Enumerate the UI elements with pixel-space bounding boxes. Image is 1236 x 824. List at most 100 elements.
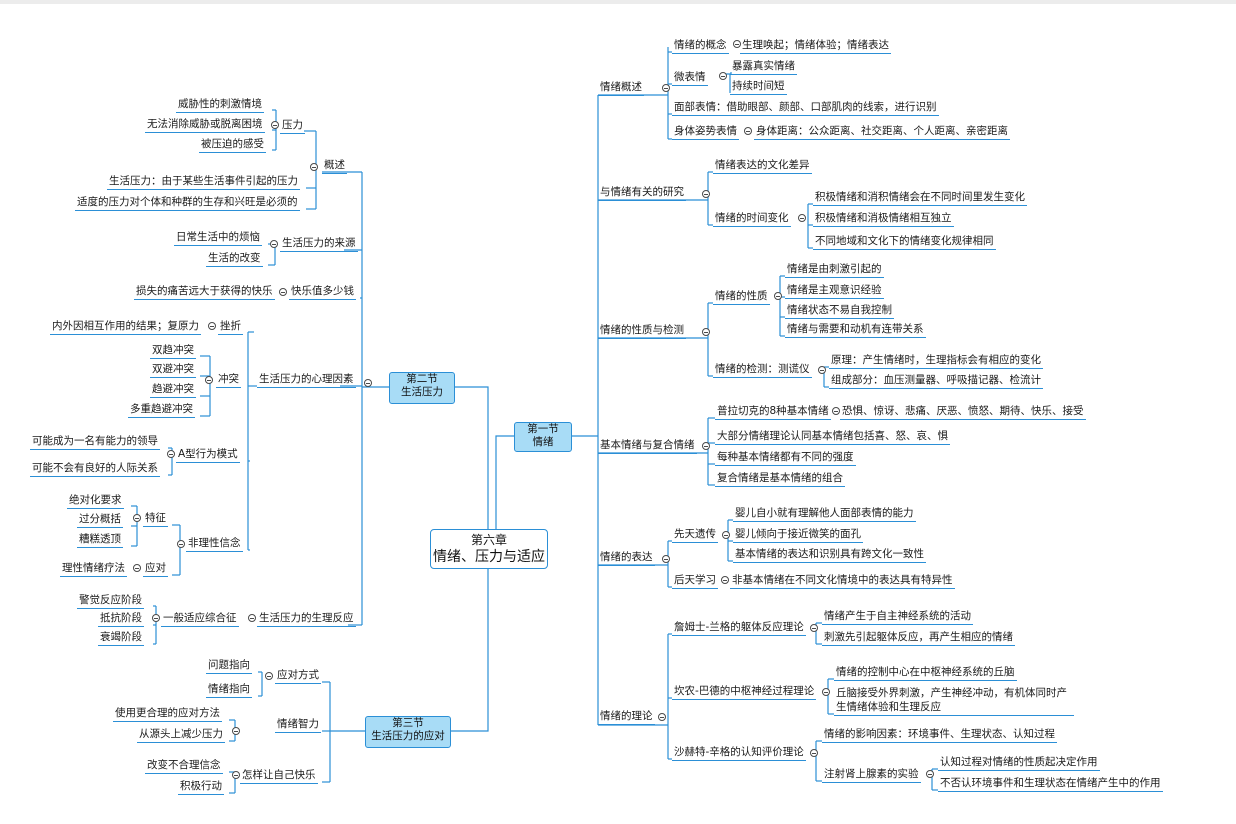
node-fl[interactable]: 非理性信念 [186, 536, 243, 552]
node-ly1[interactable]: 日常生活中的烦恼 [174, 230, 262, 246]
collapse-toggle-icon[interactable] [774, 292, 782, 300]
node-cz1[interactable]: 内外因相互作用的结果；复原力 [50, 319, 201, 335]
node-ct1[interactable]: 双趋冲突 [150, 343, 196, 359]
node-ct2[interactable]: 双避冲突 [150, 362, 196, 378]
node-xzyjc[interactable]: 情绪的性质与检测 [598, 323, 686, 339]
node-ax[interactable]: A型行为模式 [176, 447, 240, 463]
node-ydfs[interactable]: 应对方式 [275, 668, 321, 684]
node-sh2[interactable]: 注射肾上腺素的实验 [822, 767, 921, 783]
collapse-toggle-icon[interactable] [177, 540, 185, 548]
node-htxx[interactable]: 后天学习 [672, 573, 718, 589]
collapse-toggle-icon[interactable] [208, 322, 216, 330]
node-sj2[interactable]: 积极情绪和消极情绪相互独立 [813, 211, 954, 227]
node-mbbq[interactable]: 面部表情：借助眼部、颜部、口部肌肉的线索，进行识别 [672, 100, 939, 116]
node-cz[interactable]: 挫折 [218, 319, 243, 335]
collapse-toggle-icon[interactable] [662, 555, 670, 563]
node-sh1[interactable]: 情绪的影响因素：环境事件、生理状态、认知过程 [822, 727, 1057, 743]
node-zl1[interactable]: 使用更合理的应对方法 [113, 706, 222, 722]
node-zm[interactable]: 詹姆士-兰格的躯体反应理论 [672, 620, 806, 636]
node-xz3[interactable]: 情绪状态不易自我控制 [785, 303, 894, 319]
node-zl2[interactable]: 从源头上减少压力 [137, 727, 225, 743]
node-qxgs[interactable]: 情绪概述 [598, 80, 644, 96]
node-jc1[interactable]: 原理：产生情绪时，生理指标会有相应的变化 [829, 353, 1043, 369]
node-ct4[interactable]: 多重趋避冲突 [128, 402, 195, 418]
node-tz[interactable]: 特征 [143, 511, 168, 527]
node-zm2[interactable]: 刺激先引起躯体反应，再产生相应的情绪 [822, 630, 1015, 646]
node-stzs[interactable]: 身体姿势表情 [672, 124, 739, 140]
node-ct[interactable]: 冲突 [216, 372, 241, 388]
collapse-toggle-icon[interactable] [722, 531, 730, 539]
node-xz4[interactable]: 情绪与需要和动机有连带关系 [785, 322, 926, 338]
node-zm1[interactable]: 情绪产生于自主神经系统的活动 [822, 609, 973, 625]
node-zy2[interactable]: 积极行动 [178, 779, 224, 795]
collapse-toggle-icon[interactable] [702, 190, 710, 198]
collapse-toggle-icon[interactable] [133, 514, 141, 522]
node-gs[interactable]: 概述 [322, 158, 347, 174]
node-jb2[interactable]: 大部分情绪理论认同基本情绪包括喜、怒、哀、惧 [715, 429, 950, 445]
node-kn1[interactable]: 情绪的控制中心在中枢神经系统的丘脑 [834, 665, 1017, 681]
node-shyl[interactable]: 生活压力：由于某些生活事件引起的压力 [107, 174, 300, 190]
collapse-toggle-icon[interactable] [702, 442, 710, 450]
node-yl[interactable]: 压力 [280, 118, 305, 134]
node-jc2[interactable]: 组成部分：血压测量器、呼吸描记器、检流计 [829, 373, 1043, 389]
node-stzs-c[interactable]: 身体距离：公众距离、社交距离、个人距离、亲密距离 [754, 124, 1010, 140]
collapse-toggle-icon[interactable] [810, 749, 818, 757]
node-yc2[interactable]: 婴儿倾向于接近微笑的面孔 [733, 527, 863, 543]
node-yb[interactable]: 一般适应综合征 [161, 611, 239, 627]
root-node[interactable]: 第六章 情绪、压力与适应 [430, 529, 548, 569]
node-jb3[interactable]: 每种基本情绪都有不同的强度 [715, 450, 856, 466]
node-zy[interactable]: 怎样让自己快乐 [240, 768, 318, 784]
node-htxx-c[interactable]: 非基本情绪在不同文化情境中的表达具有特异性 [730, 573, 955, 589]
collapse-toggle-icon[interactable] [152, 614, 160, 622]
collapse-toggle-icon[interactable] [798, 214, 806, 222]
node-qxgn[interactable]: 情绪的概念 [672, 38, 729, 54]
node-ydfs2[interactable]: 情绪指向 [206, 682, 252, 698]
section-2-node[interactable]: 第二节 生活压力 [389, 372, 455, 404]
node-yqxyg[interactable]: 与情绪有关的研究 [598, 185, 686, 201]
collapse-toggle-icon[interactable] [167, 450, 175, 458]
node-sj3[interactable]: 不同地域和文化下的情绪变化规律相同 [813, 234, 996, 250]
collapse-toggle-icon[interactable] [364, 379, 372, 387]
collapse-toggle-icon[interactable] [658, 713, 666, 721]
node-sh[interactable]: 沙赫特-辛格的认知评价理论 [672, 745, 806, 761]
collapse-toggle-icon[interactable] [810, 624, 818, 632]
node-yl3[interactable]: 被压迫的感受 [199, 137, 266, 153]
node-wbq-2[interactable]: 持续时间短 [730, 79, 787, 95]
collapse-toggle-icon[interactable] [232, 727, 240, 735]
collapse-toggle-icon[interactable] [832, 407, 840, 415]
node-ct3[interactable]: 趋避冲突 [150, 382, 196, 398]
node-yc3[interactable]: 基本情绪的表达和识别具有跨文化一致性 [733, 547, 926, 563]
node-yb1[interactable]: 警觉反应阶段 [77, 593, 144, 609]
collapse-toggle-icon[interactable] [279, 288, 287, 296]
node-xl[interactable]: 生活压力的心理因素 [257, 372, 356, 388]
collapse-toggle-icon[interactable] [248, 614, 256, 622]
collapse-toggle-icon[interactable] [232, 771, 240, 779]
section-3-node[interactable]: 第三节 生活压力的应对 [365, 716, 451, 748]
collapse-toggle-icon[interactable] [702, 328, 710, 336]
node-qxbdwh[interactable]: 情绪表达的文化差异 [713, 158, 812, 174]
node-yd1[interactable]: 理性情绪疗法 [60, 561, 127, 577]
collapse-toggle-icon[interactable] [270, 240, 278, 248]
node-yl1[interactable]: 威胁性的刺激情境 [176, 97, 264, 113]
node-wbq-1[interactable]: 暴露真实情绪 [730, 59, 797, 75]
node-ly2[interactable]: 生活的改变 [206, 251, 263, 267]
node-jbfh[interactable]: 基本情绪与复合情绪 [598, 438, 697, 454]
node-yd[interactable]: 应对 [143, 561, 168, 577]
section-1-node[interactable]: 第一节 情绪 [514, 422, 572, 452]
node-plq-c[interactable]: 恐惧、惊讶、悲痛、厌恶、愤怒、期待、快乐、接受 [840, 404, 1086, 420]
node-wbq[interactable]: 微表情 [672, 70, 708, 86]
collapse-toggle-icon[interactable] [719, 72, 727, 80]
collapse-toggle-icon[interactable] [662, 84, 670, 92]
node-ax1[interactable]: 可能成为一名有能力的领导 [30, 434, 160, 450]
node-sh2b[interactable]: 不否认环境事件和生理状态在情绪产生中的作用 [938, 776, 1163, 792]
node-bd[interactable]: 情绪的表达 [598, 550, 655, 566]
node-xz1[interactable]: 情绪是由刺激引起的 [785, 262, 884, 278]
collapse-toggle-icon[interactable] [721, 576, 729, 584]
node-plq[interactable]: 普拉切克的8种基本情绪 [715, 404, 831, 420]
collapse-toggle-icon[interactable] [818, 366, 826, 374]
collapse-toggle-icon[interactable] [265, 672, 273, 680]
collapse-toggle-icon[interactable] [744, 127, 752, 135]
node-sj1[interactable]: 积极情绪和消积情绪会在不同时间里发生变化 [813, 190, 1027, 206]
node-ax2[interactable]: 可能不会有良好的人际关系 [30, 461, 160, 477]
node-ll[interactable]: 情绪的理论 [598, 709, 655, 725]
